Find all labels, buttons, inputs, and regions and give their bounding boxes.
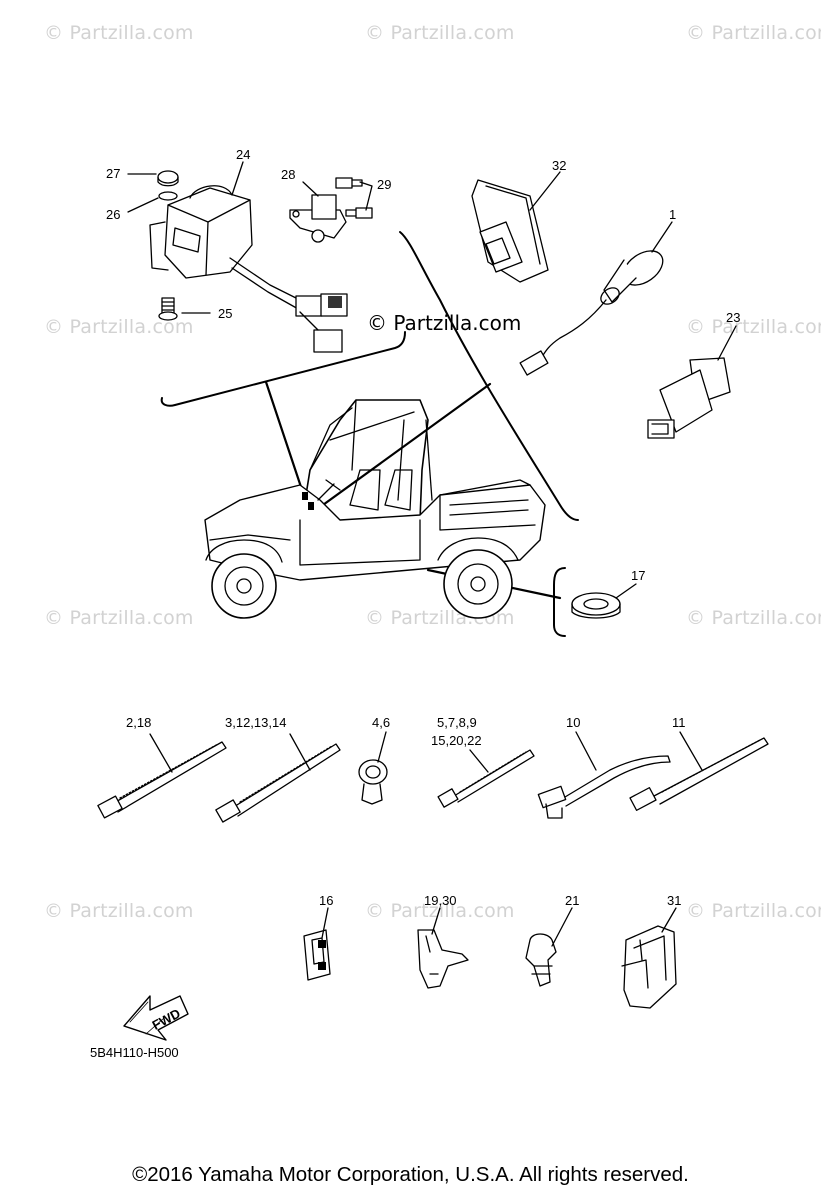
copyright-notice: ©2016 Yamaha Motor Corporation, U.S.A. A… — [132, 1163, 689, 1186]
cable-tie-11 — [629, 737, 769, 811]
cable-tie-10 — [537, 755, 671, 819]
clip-16 — [303, 929, 331, 981]
cable-tie-3-12-13-14 — [215, 743, 341, 823]
watermark: © Partzilla.com — [686, 900, 821, 922]
clip-31 — [621, 925, 677, 1009]
center-watermark: © Partzilla.com — [367, 311, 522, 335]
bolt-part-29 — [335, 177, 373, 219]
callout-5-7-8-9: 5,7,8,9 — [437, 715, 477, 730]
callout-3-12-13-14: 3,12,13,14 — [225, 715, 286, 730]
watermark: © Partzilla.com — [44, 22, 194, 44]
switch-part-23 — [647, 357, 731, 439]
cable-tie-5-22 — [437, 749, 535, 808]
watermark: © Partzilla.com — [44, 900, 194, 922]
callout-16: 16 — [319, 893, 333, 908]
utv-vehicle — [204, 399, 546, 619]
callout-10: 10 — [566, 715, 580, 730]
callout-1: 1 — [669, 207, 676, 222]
watermark: © Partzilla.com — [44, 316, 194, 338]
callout-32: 32 — [552, 158, 566, 173]
watermark: © Partzilla.com — [44, 607, 194, 629]
callout-19-30: 19,30 — [424, 893, 457, 908]
callout-17: 17 — [631, 568, 645, 583]
watermark: © Partzilla.com — [686, 22, 821, 44]
callout-27: 27 — [106, 166, 120, 181]
socket-part-32 — [471, 179, 549, 283]
clip-19-30 — [417, 929, 469, 989]
callout-11: 11 — [672, 715, 686, 730]
watermark: © Partzilla.com — [686, 607, 821, 629]
outlet-part-1 — [519, 250, 664, 376]
bolt-part-25 — [158, 297, 178, 321]
callout-23: 23 — [726, 310, 740, 325]
fwd-arrow-icon: FWD — [123, 995, 189, 1041]
watermark: © Partzilla.com — [365, 22, 515, 44]
clamp-4-6 — [358, 759, 388, 805]
callout-24: 24 — [236, 147, 250, 162]
callout-25: 25 — [218, 306, 232, 321]
clip-21 — [525, 933, 557, 987]
callout-31: 31 — [667, 893, 681, 908]
callout-4-6: 4,6 — [372, 715, 390, 730]
washer-part-26 — [158, 191, 178, 201]
callout-29: 29 — [377, 177, 391, 192]
cable-tie-2-18 — [97, 741, 227, 819]
grommet-part-17 — [571, 592, 621, 619]
sensor-part-28 — [289, 194, 347, 243]
relay-part-24 — [149, 185, 348, 353]
callout-2-18: 2,18 — [126, 715, 151, 730]
watermark: © Partzilla.com — [686, 316, 821, 338]
callout-21: 21 — [565, 893, 579, 908]
callout-28: 28 — [281, 167, 295, 182]
diagram-code: 5B4H110-H500 — [90, 1045, 179, 1060]
nut-part-27 — [157, 170, 179, 187]
callout-15-20-22: 15,20,22 — [431, 733, 482, 748]
callout-26: 26 — [106, 207, 120, 222]
